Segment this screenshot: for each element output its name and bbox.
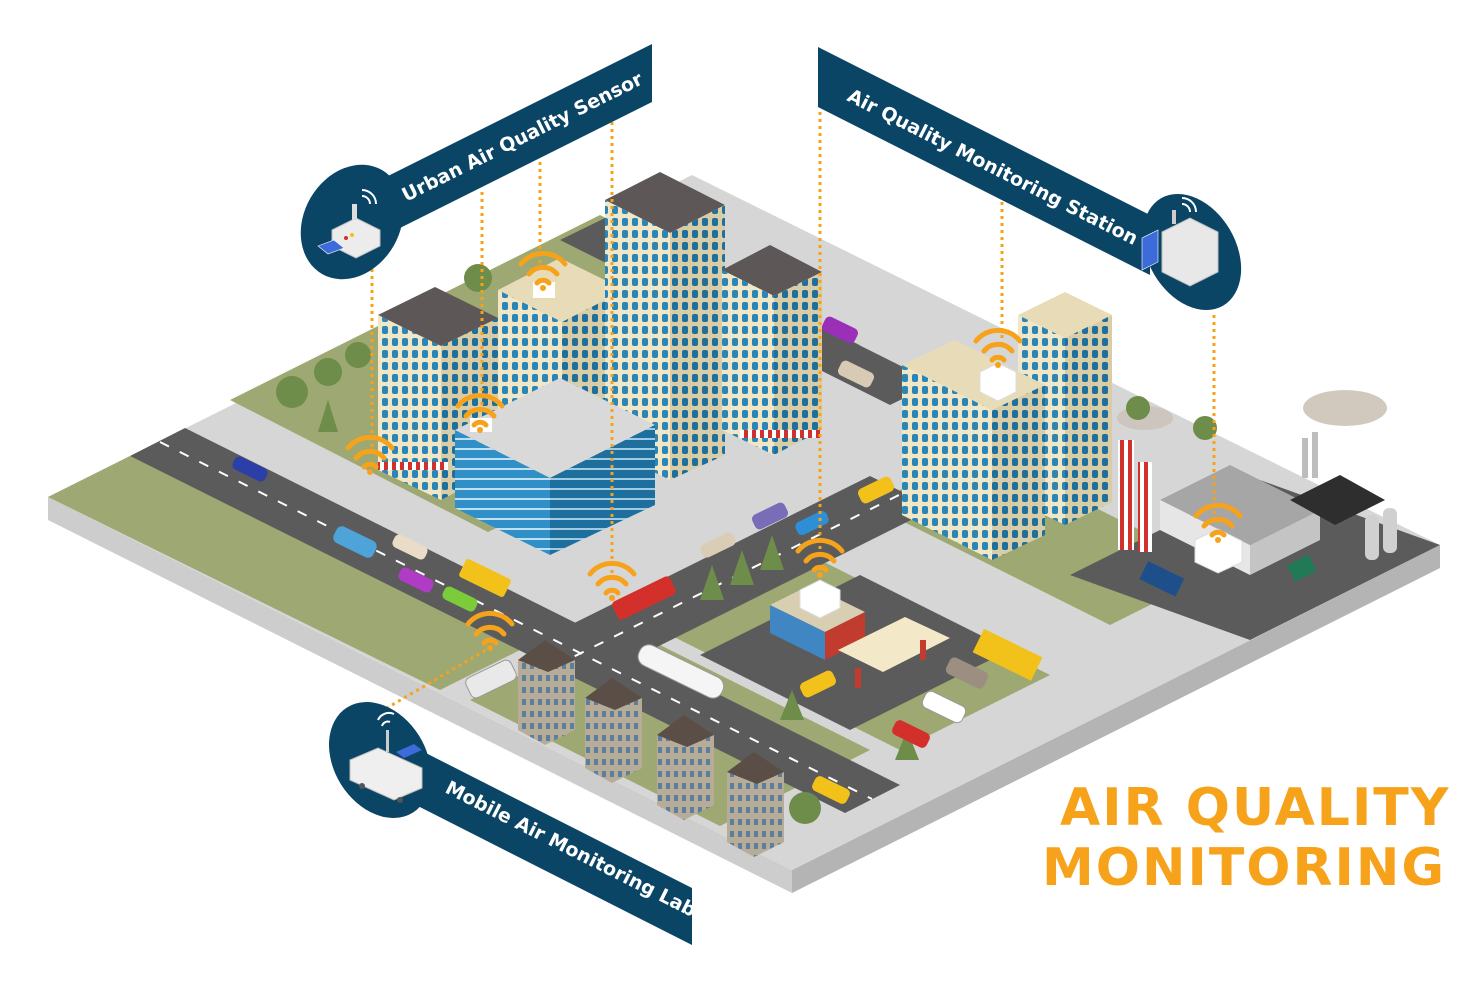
building-tall-tower <box>605 172 725 480</box>
building-glass-office <box>455 378 655 555</box>
title-monitoring: MONITORING <box>1042 838 1447 898</box>
wifi-signal-icon <box>455 392 505 433</box>
taxi <box>812 776 850 804</box>
fuel-tank-yellow <box>972 628 1043 681</box>
purple-van <box>822 316 858 344</box>
gas-station <box>770 579 1043 688</box>
blue-minivan <box>333 526 377 558</box>
police-car <box>232 456 268 482</box>
green-truck <box>1287 554 1317 582</box>
vehicles <box>232 316 989 804</box>
red-bus <box>612 576 676 620</box>
fuel-tanker <box>637 644 725 699</box>
row-house-3 <box>657 715 714 820</box>
wifi-signal-icon <box>345 434 395 475</box>
residential-row-houses <box>518 640 784 857</box>
smokestack-red-white <box>1118 440 1134 550</box>
wifi-signal-icon <box>465 610 515 651</box>
row-house-4 <box>727 752 784 857</box>
fuel-canopy <box>838 617 950 672</box>
mobile-lab-van <box>465 659 517 699</box>
callout-label: Urban Air Quality Sensor <box>398 68 646 207</box>
monitoring-cabinet-with-solar-panel-icon <box>1141 197 1219 287</box>
trees <box>276 264 1217 824</box>
title-air-quality: AIR QUALITY <box>1060 778 1451 838</box>
connector-lines <box>370 112 1216 714</box>
downtown-office-block <box>378 172 822 555</box>
wifi-signal-icon <box>1193 502 1243 543</box>
row-house-1 <box>518 640 575 745</box>
callout-label: Air Quality Monitoring Station <box>844 85 1142 250</box>
sensor-box-with-solar-panel-icon <box>317 189 381 259</box>
yellow-truck <box>459 559 511 597</box>
wifi-signal-icon <box>518 250 568 291</box>
wifi-signals <box>345 250 1243 651</box>
building-right-tower <box>722 245 822 455</box>
van-with-antenna-icon <box>349 711 423 803</box>
row-house-2 <box>585 678 642 783</box>
smoke-cloud <box>1303 390 1387 426</box>
industrial-factory <box>1117 390 1397 597</box>
blue-truck <box>1139 561 1185 597</box>
building-slim-tower <box>1018 292 1112 525</box>
monitoring-station-buildings <box>902 292 1112 560</box>
wifi-signal-icon <box>973 327 1023 368</box>
building-station-office <box>902 340 1045 560</box>
